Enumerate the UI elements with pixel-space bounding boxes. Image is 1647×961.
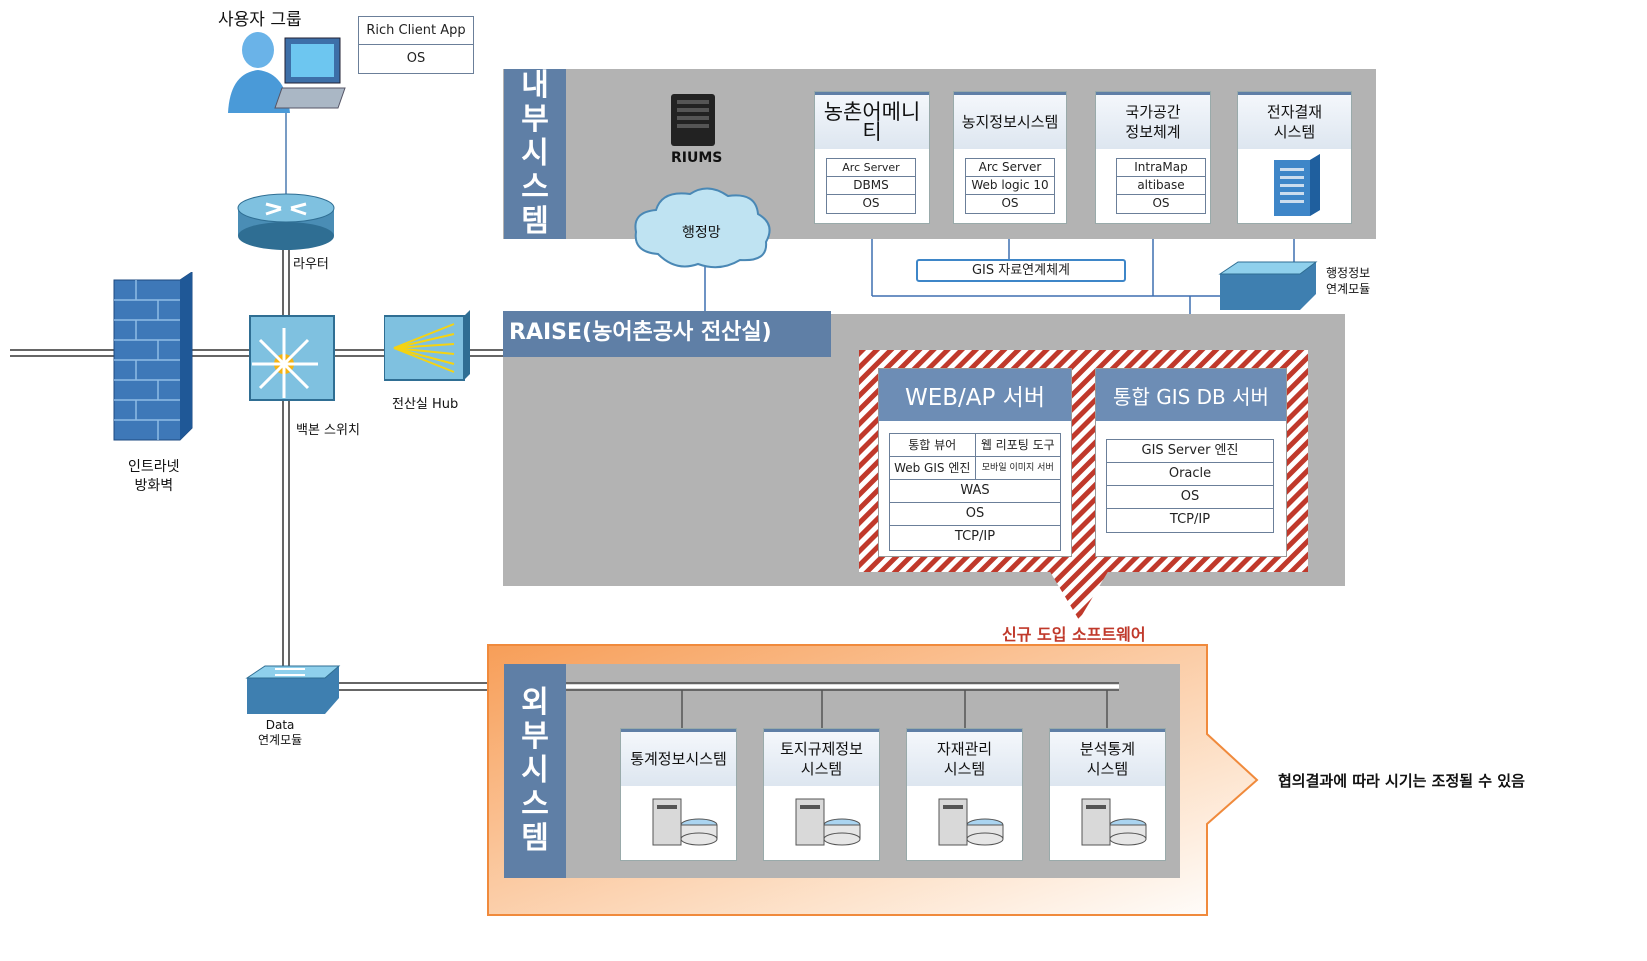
internal-system-title: 농지정보시스템 xyxy=(954,92,1066,149)
internal-system-stack: Arc Server DBMS OS xyxy=(826,158,916,214)
external-title-char: 템 xyxy=(521,821,549,856)
external-system-title: 자재관리 시스템 xyxy=(907,729,1022,786)
client-stack-app: Rich Client App xyxy=(359,17,473,45)
stack-layer: IntraMap xyxy=(1117,159,1205,177)
admin-module-switch-icon xyxy=(1218,261,1318,310)
admin-module-line2: 연계모듈 xyxy=(1326,282,1371,296)
internal-system-title: 국가공간 정보체계 xyxy=(1096,92,1210,149)
stack-layer: Arc Server xyxy=(966,159,1054,177)
admin-network-cloud-icon xyxy=(634,187,771,269)
riums-label: RIUMS xyxy=(671,150,723,166)
internal-title-char: 시 xyxy=(521,136,549,171)
backbone-switch-icon xyxy=(249,315,335,401)
web-gis-engine: Web GIS 엔진 xyxy=(890,457,976,479)
data-module-switch-icon xyxy=(245,665,341,714)
web-reporting-tool: 웹 리포팅 도구 xyxy=(980,438,1055,452)
data-module-label: Data 연계모듈 xyxy=(258,718,302,748)
admin-module-line1: 행정정보 xyxy=(1326,266,1371,280)
internal-title-char: 부 xyxy=(521,102,549,137)
external-title-char: 외 xyxy=(521,685,549,720)
riums-server-icon xyxy=(671,94,715,146)
user-group-label: 사용자 그룹 xyxy=(218,10,302,30)
stack-layer: OS xyxy=(1001,196,1019,210)
firewall-label-line2: 방화벽 xyxy=(134,478,174,494)
internal-system-card: 국가공간 정보체계 IntraMap altibase OS xyxy=(1095,91,1211,224)
stack-layer: altibase xyxy=(1117,177,1205,195)
external-bus xyxy=(566,682,1119,728)
internal-system-card: 농촌어메니티 Arc Server DBMS OS xyxy=(814,91,930,224)
stack-layer: OS xyxy=(1107,486,1273,509)
internal-title-char: 스 xyxy=(521,170,549,205)
admin-network-label: 행정망 xyxy=(682,225,721,241)
client-stack-os: OS xyxy=(406,51,426,66)
external-system-title: 토지규제정보 시스템 xyxy=(764,729,879,786)
internal-system-card: 전자결재 시스템 xyxy=(1237,91,1352,224)
internal-title-char: 내 xyxy=(521,68,549,103)
router-icon xyxy=(237,193,335,250)
stack-layer: OS xyxy=(890,503,1060,526)
stack-layer: OS xyxy=(862,196,880,210)
internal-title-char: 템 xyxy=(521,204,549,239)
stack-layer: TCP/IP xyxy=(1169,512,1211,527)
gis-db-stack: GIS Server 엔진 Oracle OS TCP/IP xyxy=(1106,439,1274,533)
mobile-image-server: 모바일 이미지 서버 xyxy=(981,463,1054,473)
admin-module-label: 행정정보 연계모듈 xyxy=(1326,265,1370,297)
internal-system-title: 전자결재 시스템 xyxy=(1238,92,1351,149)
integrated-viewer: 통합 뷰어 xyxy=(890,434,976,456)
stack-layer: Oracle xyxy=(1107,463,1273,486)
external-title-char: 부 xyxy=(521,719,549,754)
external-systems-label: 외 부 시 스 템 xyxy=(504,664,566,878)
internal-system-card: 농지정보시스템 Arc Server Web logic 10 OS xyxy=(953,91,1067,224)
raise-title: RAISE(농어촌공사 전산실) xyxy=(503,311,831,357)
gis-db-server: 통합 GIS DB 서버 GIS Server 엔진 Oracle OS TCP… xyxy=(1095,368,1287,557)
web-ap-stack: 통합 뷰어 웹 리포팅 도구 Web GIS 엔진 모바일 이미지 서버 WAS… xyxy=(889,433,1061,551)
external-system-title: 분석통계 시스템 xyxy=(1050,729,1165,786)
data-module-line2: 연계모듈 xyxy=(258,733,303,747)
external-system-card: 토지규제정보 시스템 xyxy=(763,728,880,861)
router-label: 라우터 xyxy=(293,257,329,272)
client-stack: Rich Client App OS xyxy=(358,16,474,74)
internal-system-title: 농촌어메니티 xyxy=(815,92,929,149)
external-title-char: 시 xyxy=(521,753,549,788)
web-ap-server-title: WEB/AP 서버 xyxy=(904,385,1046,411)
db-server-icon xyxy=(938,798,1004,846)
external-system-card: 분석통계 시스템 xyxy=(1049,728,1166,861)
firewall-label: 인트라넷 방화벽 xyxy=(128,458,180,496)
firewall-label-line1: 인트라넷 xyxy=(128,459,180,475)
internal-system-stack: IntraMap altibase OS xyxy=(1116,158,1206,214)
stack-layer: WAS xyxy=(890,480,1060,503)
hub-label: 전산실 Hub xyxy=(392,397,459,412)
internal-system-stack: Arc Server Web logic 10 OS xyxy=(965,158,1055,214)
stack-layer: Arc Server xyxy=(827,159,915,177)
db-server-icon xyxy=(1081,798,1147,846)
hub-icon xyxy=(384,310,470,381)
backbone-switch-label: 백본 스위치 xyxy=(296,423,360,438)
db-server-icon xyxy=(795,798,861,846)
approval-server-icon xyxy=(1274,154,1320,216)
external-note: 협의결과에 따라 시기는 조정될 수 있음 xyxy=(1278,772,1525,790)
internal-systems-label: 내 부 시 스 템 xyxy=(504,69,566,239)
stack-layer: OS xyxy=(1152,196,1170,210)
external-system-title: 통계정보시스템 xyxy=(621,729,736,786)
external-system-card: 자재관리 시스템 xyxy=(906,728,1023,861)
external-system-card: 통계정보시스템 xyxy=(620,728,737,861)
gis-db-server-title: 통합 GIS DB 서버 xyxy=(1113,384,1269,409)
stack-layer: DBMS xyxy=(827,177,915,195)
firewall-icon xyxy=(113,272,193,441)
external-title-char: 스 xyxy=(521,787,549,822)
stack-layer: Web logic 10 xyxy=(966,177,1054,195)
gis-link-system: GIS 자료연계체계 xyxy=(916,259,1126,282)
db-server-icon xyxy=(652,798,718,846)
user-computer-icon xyxy=(228,32,346,113)
new-software-label: 신규 도입 소프트웨어 xyxy=(1002,625,1146,644)
stack-layer: GIS Server 엔진 xyxy=(1107,440,1273,463)
data-module-line1: Data xyxy=(265,718,295,732)
stack-layer: TCP/IP xyxy=(954,529,996,544)
web-ap-server: WEB/AP 서버 통합 뷰어 웹 리포팅 도구 Web GIS 엔진 모바일 … xyxy=(878,368,1072,557)
